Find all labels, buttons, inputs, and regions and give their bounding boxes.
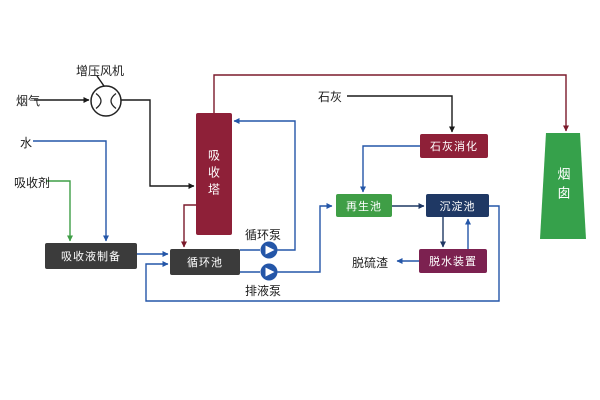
navy-flow-lines bbox=[392, 203, 446, 248]
label-absorbent: 吸收剂 bbox=[14, 176, 51, 190]
node-chimney-label: 烟囱 bbox=[555, 167, 571, 205]
label-lime: 石灰 bbox=[318, 90, 343, 104]
label-desulf-slag: 脱硫渣 bbox=[352, 256, 389, 270]
liquid-flow-lines bbox=[33, 118, 500, 302]
label-drain-pump: 排液泵 bbox=[245, 284, 282, 298]
red-flow-lines bbox=[181, 74, 569, 248]
node-absorption-prep-label: 吸收液制备 bbox=[61, 251, 121, 263]
node-regeneration-pool: 再生池 bbox=[336, 194, 392, 217]
node-dewatering-device: 脱水装置 bbox=[419, 249, 487, 273]
node-circulation-pool: 循环池 bbox=[170, 249, 240, 275]
node-dewatering-device-label: 脱水装置 bbox=[429, 256, 477, 268]
label-water: 水 bbox=[20, 136, 33, 150]
drain-pump-icon bbox=[260, 263, 278, 281]
node-circulation-pool-label: 循环池 bbox=[187, 257, 223, 269]
node-chimney: 烟囱 bbox=[540, 133, 586, 239]
node-lime-digestion: 石灰消化 bbox=[420, 134, 488, 158]
absorbent-flow-line bbox=[46, 180, 73, 242]
node-absorption-tower-label: 吸收塔 bbox=[206, 148, 221, 200]
gas-flow-lines bbox=[34, 75, 455, 189]
booster-fan-icon bbox=[90, 85, 122, 117]
label-booster-fan: 增压风机 bbox=[76, 64, 125, 78]
label-circulation-pump: 循环泵 bbox=[245, 228, 282, 242]
node-sedimentation-pool: 沉淀池 bbox=[426, 194, 489, 217]
node-absorption-prep: 吸收液制备 bbox=[45, 243, 137, 269]
node-lime-digestion-label: 石灰消化 bbox=[430, 141, 478, 153]
node-regeneration-pool-label: 再生池 bbox=[346, 200, 382, 213]
node-absorption-tower: 吸收塔 bbox=[196, 113, 232, 235]
label-flue-gas: 烟气 bbox=[16, 94, 41, 108]
circulation-pump-icon bbox=[260, 241, 278, 259]
node-sedimentation-pool-label: 沉淀池 bbox=[439, 200, 476, 213]
